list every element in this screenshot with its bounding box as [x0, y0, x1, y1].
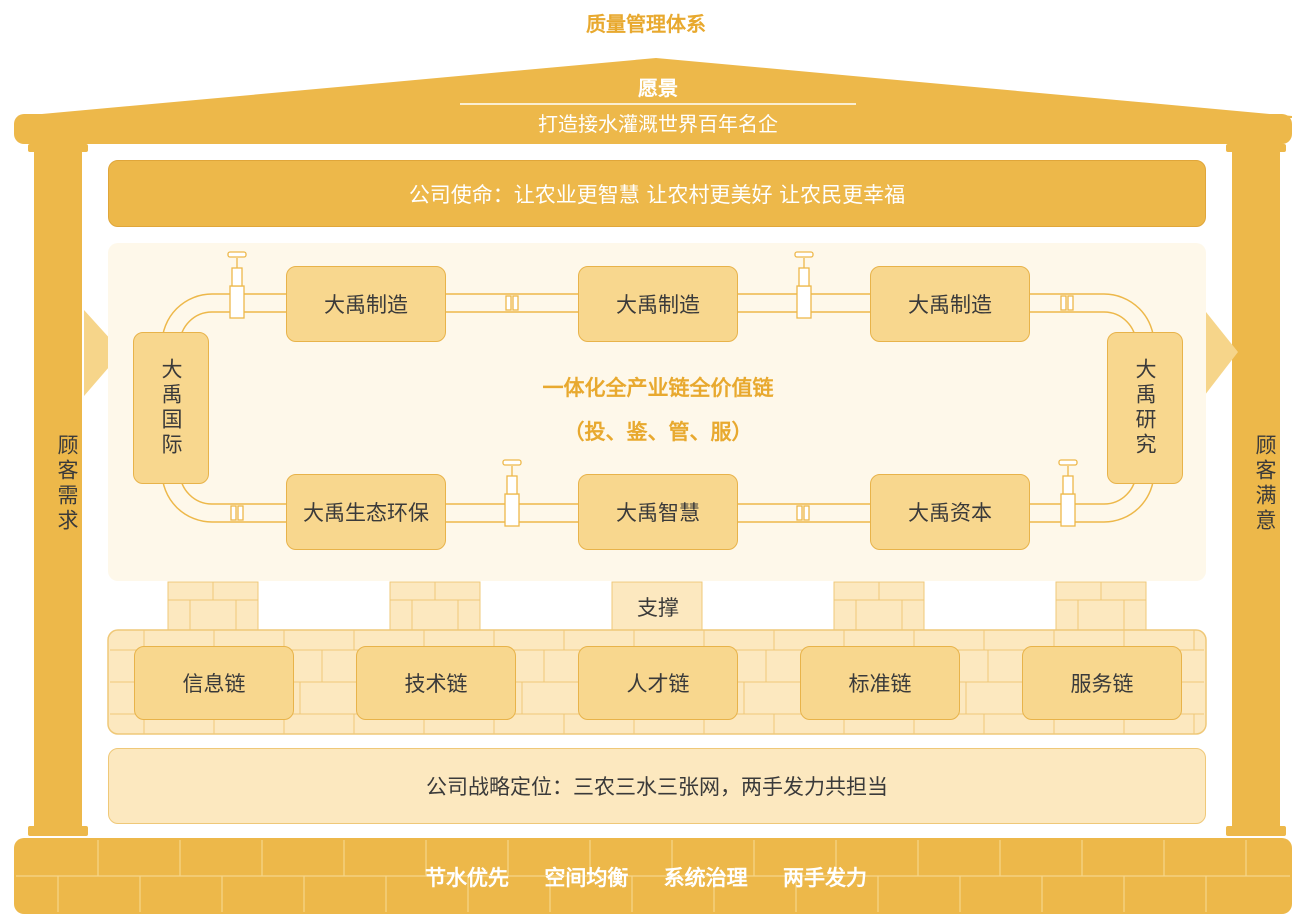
pillar-right-text: 顾客满意: [1253, 434, 1277, 534]
valve-icon: [1058, 459, 1078, 527]
chain-box: 信息链: [134, 646, 294, 720]
pipe-coupling-icon: [796, 505, 810, 521]
value-chain-subtitle: （投、鉴、管、服）: [563, 420, 753, 444]
vision-text: 打造接水灌溉世界百年名企: [538, 112, 778, 136]
value-chain-node: 大禹生态环保: [286, 474, 446, 550]
pillar-left-text: 顾客需求: [55, 434, 79, 534]
roof-beam: [14, 114, 1292, 144]
value-chain-node-right: 大禹研究: [1107, 332, 1183, 484]
left-pillar: [28, 144, 88, 836]
principle-item: 系统治理: [663, 866, 748, 890]
valve-icon: [502, 459, 522, 527]
arrow-right-icon: [84, 310, 122, 396]
value-chain-node: 大禹制造: [578, 266, 738, 342]
principle-item: 两手发力: [782, 866, 867, 890]
valve-icon: [794, 251, 814, 319]
vision-label: 愿景: [638, 76, 678, 100]
foundation-mortar: [16, 840, 1290, 912]
arrow-right-icon: [1198, 302, 1238, 404]
principle-item: 节水优先: [425, 866, 510, 890]
diagram-title: 质量管理体系: [586, 12, 706, 36]
foundation-principles: 节水优先 空间均衡 系统治理 两手发力: [0, 862, 1292, 892]
support-label: 支撑: [637, 596, 679, 620]
value-chain-node: 大禹智慧: [578, 474, 738, 550]
value-chain-node: 大禹制造: [870, 266, 1030, 342]
pipe-coupling-icon: [1060, 295, 1074, 311]
mission-bar: 公司使命：让农业更智慧 让农村更美好 让农民更幸福: [108, 160, 1206, 227]
pipe-outer: [161, 293, 1155, 523]
chain-box: 标准链: [800, 646, 960, 720]
value-chain-title: 一体化全产业链全价值链: [542, 376, 774, 400]
principle-item: 空间均衡: [544, 866, 629, 890]
value-chain-node: 大禹制造: [286, 266, 446, 342]
right-pillar: [1226, 144, 1286, 836]
pipe-coupling-icon: [230, 505, 244, 521]
pipe-coupling-icon: [505, 295, 519, 311]
valve-icon: [227, 251, 247, 319]
chain-box: 服务链: [1022, 646, 1182, 720]
mission-text: 公司使命：让农业更智慧 让农村更美好 让农民更幸福: [408, 182, 906, 207]
value-chain-node-left: 大禹国际: [133, 332, 209, 484]
support-column-mortar: [168, 582, 1146, 632]
support-columns: [167, 581, 1147, 633]
value-chain-node: 大禹资本: [870, 474, 1030, 550]
strategy-text: 公司战略定位：三农三水三张网，两手发力共担当: [426, 775, 888, 799]
chain-box: 人才链: [578, 646, 738, 720]
strategy-bar: 公司战略定位：三农三水三张网，两手发力共担当: [108, 748, 1206, 824]
chain-box: 技术链: [356, 646, 516, 720]
roof: [20, 58, 1292, 118]
